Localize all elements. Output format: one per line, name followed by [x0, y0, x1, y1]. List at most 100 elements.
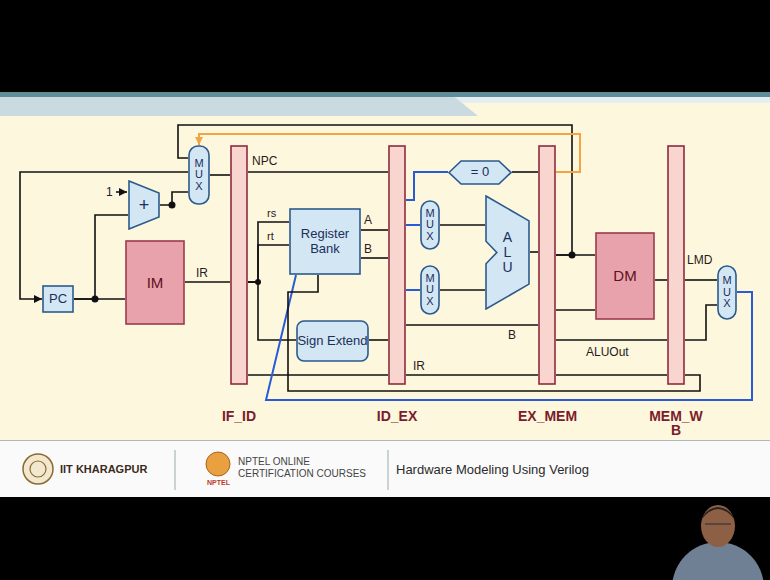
register-bank: Register Bank [289, 208, 361, 275]
data-wire [406, 374, 538, 376]
iit-logo [30, 461, 46, 477]
data-wire [556, 309, 595, 311]
node-text: PC [49, 292, 67, 307]
pipeline-register-bar [667, 145, 685, 385]
data-wire [248, 171, 388, 173]
shape-outline [668, 146, 684, 384]
pipeline-register: IF_ID [203, 145, 275, 423]
data-wire [440, 224, 485, 226]
label-holder: IIT KHARAGPUR [60, 463, 147, 476]
data-wire [655, 279, 667, 281]
data-wire [20, 172, 188, 299]
data-wire [248, 222, 289, 282]
shape-outline [596, 233, 654, 319]
footer-band [0, 440, 770, 497]
shape-outline [43, 286, 73, 312]
data-wire [685, 305, 717, 340]
register-name: MEM_W B [647, 409, 705, 437]
label-holder: LMD [687, 253, 712, 267]
adder: + [128, 180, 160, 230]
data-wire [685, 279, 717, 281]
data-memory: DM [595, 232, 655, 320]
pipeline-register: MEM_W B [640, 145, 712, 437]
data-wire [440, 289, 485, 291]
register-name: EX_MEM [518, 409, 576, 423]
presenter-glasses [705, 523, 731, 524]
label-holder: NPTEL [207, 479, 230, 487]
data-wire [160, 192, 188, 205]
data-wire [512, 171, 538, 173]
program-counter: PC [42, 285, 74, 313]
label-holder: NPTEL ONLINE CERTIFICATION COURSES [238, 456, 383, 480]
shape-outline [297, 321, 368, 361]
label-holder: A [364, 213, 372, 227]
header-band [0, 97, 478, 116]
data-wire [406, 289, 420, 291]
label-holder: IR [196, 266, 208, 280]
shape-outline [389, 146, 405, 384]
pipeline-register: EX_MEM [511, 145, 583, 423]
multiplexer: MUX [420, 200, 440, 250]
node-text: = 0 [471, 165, 489, 180]
node-text: IM [147, 274, 164, 291]
institute-name: IIT KHARAGPUR [60, 463, 147, 476]
shape-outline [449, 161, 511, 184]
programme-name: NPTEL ONLINE CERTIFICATION COURSES [238, 456, 383, 480]
label-holder: NPC [252, 154, 277, 168]
signal-label: LMD [687, 253, 712, 267]
node-text: DM [613, 267, 636, 284]
shape-outline [421, 201, 439, 249]
shape-outline [231, 146, 247, 384]
shape-outline [718, 266, 736, 319]
data-wire [361, 257, 388, 259]
label-holder: Hardware Modeling Using Verilog [396, 462, 589, 478]
multiplexer: MUX [188, 145, 210, 205]
register-name: ID_EX [368, 409, 426, 423]
label-holder: B [508, 328, 516, 342]
presenter-body [672, 542, 764, 580]
node-text: Register Bank [289, 227, 361, 257]
data-wire [74, 215, 128, 299]
node-text: ALU [501, 230, 515, 274]
signal-label: IR [196, 266, 208, 280]
footer-divider [175, 450, 176, 490]
register-name: IF_ID [210, 409, 268, 423]
slide-ground [0, 92, 770, 440]
data-wire [406, 172, 448, 200]
instruction-memory: IM [125, 240, 185, 325]
footer-rule [0, 440, 770, 441]
sign-extend-unit: Sign Extend [296, 320, 369, 362]
data-wire [210, 174, 230, 176]
multiplexer: MUX [717, 265, 737, 320]
data-wire [361, 229, 388, 231]
signal-label: rs [267, 207, 276, 220]
signal-label: A [364, 213, 372, 227]
presenter-hair [701, 507, 735, 520]
label-holder: rt [267, 230, 274, 243]
multiplexer: MUX [420, 265, 440, 315]
label-holder: 1 [106, 185, 113, 199]
node-text: + [139, 195, 150, 216]
signal-label: ALUOut [586, 345, 629, 359]
shape-outline [189, 146, 209, 204]
alu: ALU [485, 195, 530, 310]
header-band [455, 97, 770, 103]
pipeline-register-bar [538, 145, 556, 385]
shape-outline [290, 209, 360, 274]
signal-label: B [364, 242, 372, 256]
logo-text: NPTEL [207, 479, 230, 487]
node-text: MUX [194, 158, 205, 193]
nptel-logo [206, 452, 230, 476]
shape-outline [486, 196, 529, 309]
constant-label: 1 [106, 185, 113, 199]
signal-label: IR [413, 359, 425, 373]
data-wire [556, 374, 667, 376]
node-text: MUX [425, 273, 436, 308]
constant-input-arrow [116, 191, 127, 193]
data-wire [556, 339, 667, 341]
label-holder: rs [267, 207, 276, 220]
pipeline-register-bar [388, 145, 406, 385]
data-wire [530, 251, 538, 253]
node-text: MUX [425, 208, 436, 243]
